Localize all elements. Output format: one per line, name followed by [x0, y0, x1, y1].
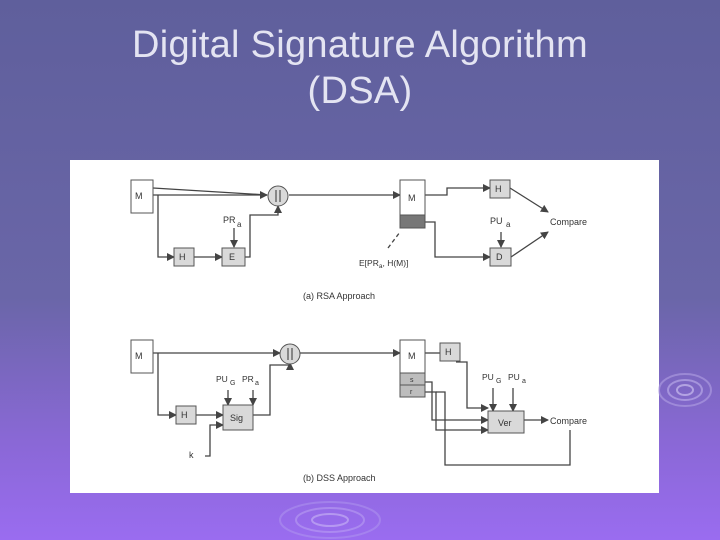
rsa-compare-label: Compare	[550, 217, 587, 227]
dss-caption: (b) DSS Approach	[303, 473, 376, 483]
rsa-caption: (a) RSA Approach	[303, 291, 375, 301]
dss-arrow-sig-to-concat	[253, 362, 294, 416]
dss-s-label: s	[410, 377, 414, 384]
rsa-e-label: E	[229, 252, 235, 262]
dss-arrow-k-to-sig	[205, 421, 224, 457]
rsa-signature-block	[399, 214, 426, 229]
dss-pra-left-sub: a	[255, 380, 259, 387]
rsa-m-left-label: M	[135, 191, 143, 201]
rsa-sig-label: E[PRa, H(M)]	[359, 258, 408, 270]
dsa-figure: M H E PR a M H D PU a Compare E[PRa, H(M…	[70, 160, 659, 493]
rsa-arrow-m-to-h-right	[425, 184, 491, 196]
dss-boxes	[130, 339, 525, 434]
dss-arrow-m-to-h	[157, 353, 177, 419]
rsa-pu-label: PU	[490, 216, 503, 226]
rsa-pr-sub: a	[237, 220, 242, 229]
dsa-diagram-svg: M H E PR a M H D PU a Compare E[PRa, H(M…	[130, 179, 587, 483]
rsa-d-box	[489, 247, 512, 267]
rsa-sig-label-start: E[PR	[359, 258, 379, 268]
dss-labels: M H Sig M s r H Ver Compare k PU G PR a …	[135, 347, 587, 483]
rsa-h-left-box	[173, 247, 195, 267]
rsa-sig-label-end: , H(M)]	[382, 258, 408, 268]
dss-sig-box	[222, 404, 254, 431]
rsa-m-right-label: M	[408, 193, 416, 203]
rsa-h-left-label: H	[179, 252, 186, 262]
rsa-arrow-d-to-compare	[510, 231, 549, 258]
dss-connectors	[153, 349, 571, 466]
rsa-h-right-box	[489, 179, 511, 199]
dss-ver-box	[487, 410, 525, 434]
rsa-label-pointer	[387, 231, 401, 249]
dss-pug-right-label: PU	[482, 372, 494, 382]
dss-pua-right-sub: a	[522, 378, 526, 385]
rsa-e-box	[221, 247, 246, 267]
dss-m-right-box	[399, 339, 426, 374]
rsa-boxes	[130, 179, 512, 267]
slide-title-line-2: (DSA)	[307, 70, 413, 112]
dss-arrow-h-to-ver	[456, 361, 489, 412]
dss-h-left-box	[175, 405, 197, 425]
rsa-sig-label-sub: a	[379, 263, 383, 270]
rsa-pr-label: PR	[223, 215, 236, 225]
dss-h-right-label: H	[445, 347, 452, 357]
slide-title-line-1: Digital Signature Algorithm	[132, 24, 588, 66]
rsa-arrow-sig-to-d	[425, 221, 491, 261]
dss-concat-circle	[279, 343, 301, 365]
dss-r-box	[399, 384, 426, 398]
swirl-decoration-right	[658, 373, 712, 407]
rsa-labels: M H E PR a M H D PU a Compare E[PRa, H(M…	[135, 184, 587, 301]
dss-pua-right-label: PU	[508, 372, 520, 382]
dss-pug-left-label: PU	[216, 374, 228, 384]
rsa-line-m-concat	[152, 187, 268, 196]
rsa-h-right-label: H	[495, 184, 502, 194]
dss-m-right-label: M	[408, 351, 416, 361]
dss-line-r-to-compare	[436, 391, 571, 466]
rsa-pu-sub: a	[506, 220, 511, 229]
rsa-concat-circle	[267, 185, 289, 207]
dss-k-label: k	[189, 450, 194, 460]
dss-m-left-label: M	[135, 351, 143, 361]
slide-title: Digital Signature Algorithm (DSA)	[0, 22, 720, 114]
rsa-arrow-m-to-h	[157, 195, 175, 261]
dss-ver-label: Ver	[498, 418, 512, 428]
dss-compare-label: Compare	[550, 416, 587, 426]
rsa-m-left-box	[130, 179, 154, 214]
dss-h-right-box	[439, 342, 461, 362]
dss-m-left-box	[130, 339, 154, 374]
dss-h-left-label: H	[181, 410, 188, 420]
rsa-arrow-e-to-concat	[245, 205, 282, 258]
swirl-decoration-bottom	[279, 501, 381, 539]
dss-arrow-s-to-ver	[425, 381, 489, 424]
dss-pug-left-sub: G	[230, 380, 235, 387]
dss-r-label: r	[410, 389, 413, 396]
rsa-connectors	[152, 184, 549, 261]
rsa-arrow-h-to-compare	[509, 187, 549, 213]
dss-pra-left-label: PR	[242, 374, 254, 384]
dss-arrow-r-to-ver	[425, 391, 489, 434]
rsa-d-label: D	[496, 252, 503, 262]
dss-pug-right-sub: G	[496, 378, 501, 385]
dss-sig-label: Sig	[230, 413, 243, 423]
